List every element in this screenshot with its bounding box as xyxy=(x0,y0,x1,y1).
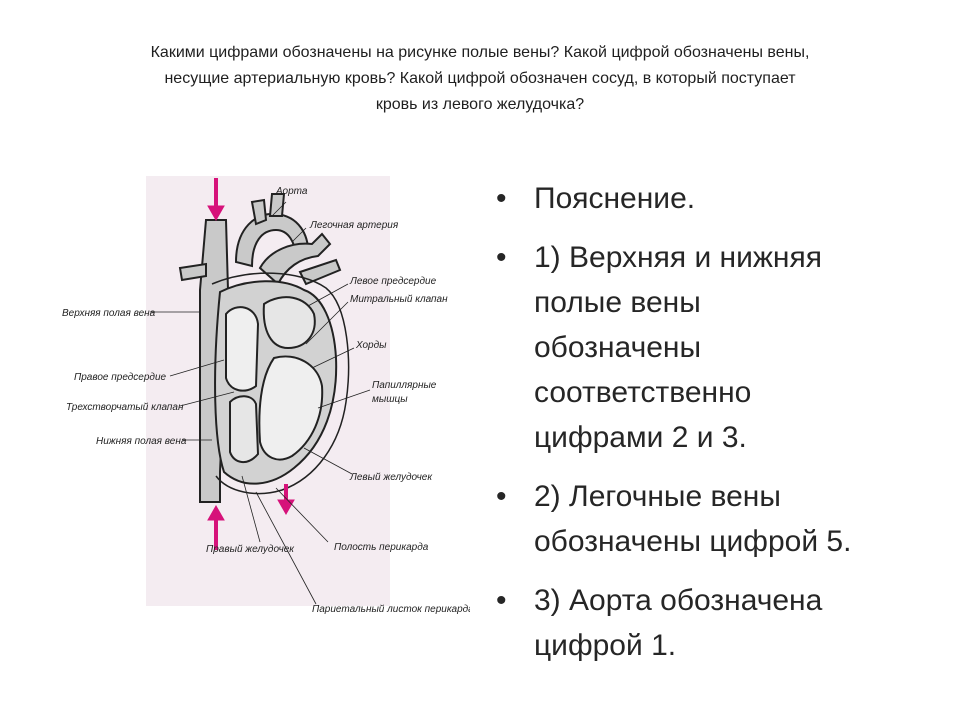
explanation-item: • Пояснение. xyxy=(496,176,916,221)
explanation-line: обозначены xyxy=(534,331,702,364)
explanation-line: цифрой 1. xyxy=(534,629,677,662)
explanation-line: полые вены xyxy=(534,286,701,319)
label-papillary-1: Папиллярные xyxy=(372,380,437,391)
arrow-head-down-icon xyxy=(277,499,295,516)
bullet-icon: • xyxy=(496,241,507,274)
label-aorta: Аорта xyxy=(275,186,308,197)
aorta-branch xyxy=(250,198,268,226)
right-ventricle-shape xyxy=(229,395,260,463)
aorta-branch xyxy=(268,193,286,217)
bullet-icon: • xyxy=(496,584,507,617)
explanation-item: • 3) Аорта обозначена цифрой 1. xyxy=(496,578,916,668)
bullet-icon: • xyxy=(496,480,507,513)
pulmonary-vein-shape xyxy=(178,262,207,282)
label-right-ventricle: Правый желудочек xyxy=(206,544,295,555)
right-atrium-shape xyxy=(225,306,260,392)
leader-lines xyxy=(150,201,371,605)
label-inferior-vena-cava: Нижняя полая вена xyxy=(96,436,187,447)
label-chordae: Хорды xyxy=(355,340,387,351)
label-left-atrium: Левое предсердие xyxy=(349,276,437,287)
explanation-line: соответственно xyxy=(534,376,752,409)
pericardium-outline xyxy=(211,272,350,495)
bullet-icon: • xyxy=(496,182,507,215)
label-pericardial-cavity: Полость перикарда xyxy=(334,542,429,553)
label-left-ventricle: Левый желудочек xyxy=(349,472,433,483)
label-superior-vena-cava: Верхняя полая вена xyxy=(62,308,156,319)
explanation-line: 3) Аорта обозначена xyxy=(534,584,823,617)
explanation-line: 1) Верхняя и нижняя xyxy=(534,241,822,274)
question-line: кровь из левого желудочка? xyxy=(375,96,585,113)
left-atrium-shape xyxy=(262,296,316,350)
blood-flow-arrows xyxy=(207,178,295,550)
pulmonary-vein-shape xyxy=(298,258,342,286)
question-line: несущие артериальную кровь? Какой цифрой… xyxy=(164,70,796,87)
label-papillary-2: мышцы xyxy=(372,394,408,405)
explanation-line: обозначены цифрой 5. xyxy=(534,525,852,558)
explanation-line: цифрами 2 и 3. xyxy=(534,421,747,454)
explanation-list: • Пояснение. • 1) Верхняя и нижняя полые… xyxy=(496,176,916,682)
label-mitral-valve: Митральный клапан xyxy=(350,294,448,305)
pulmonary-artery-shape xyxy=(258,232,332,286)
heart-drawing xyxy=(178,193,350,503)
arrow-head-up-icon xyxy=(207,504,225,521)
heart-diagram: Аорта Легочная артерия Левое предсердие … xyxy=(60,172,470,620)
explanation-line: Пояснение. xyxy=(534,182,696,215)
label-parietal-pericardium: Париетальный листок перикарда xyxy=(312,604,470,615)
question-line: Какими цифрами обозначены на рисунке пол… xyxy=(150,44,810,61)
arrow-head-down-icon xyxy=(207,205,225,222)
left-ventricle-shape xyxy=(258,355,324,461)
label-pulmonary-artery: Легочная артерия xyxy=(309,220,399,231)
explanation-item: • 2) Легочные вены обозначены цифрой 5. xyxy=(496,474,916,564)
question-text: Какими цифрами обозначены на рисунке пол… xyxy=(70,40,890,118)
heart-diagram-svg: Аорта Легочная артерия Левое предсердие … xyxy=(62,176,470,615)
label-tricuspid-valve: Трехстворчатый клапан xyxy=(66,402,184,413)
label-right-atrium: Правое предсердие xyxy=(74,372,167,383)
explanation-item: • 1) Верхняя и нижняя полые вены обознач… xyxy=(496,235,916,460)
explanation-line: 2) Легочные вены xyxy=(534,480,781,513)
